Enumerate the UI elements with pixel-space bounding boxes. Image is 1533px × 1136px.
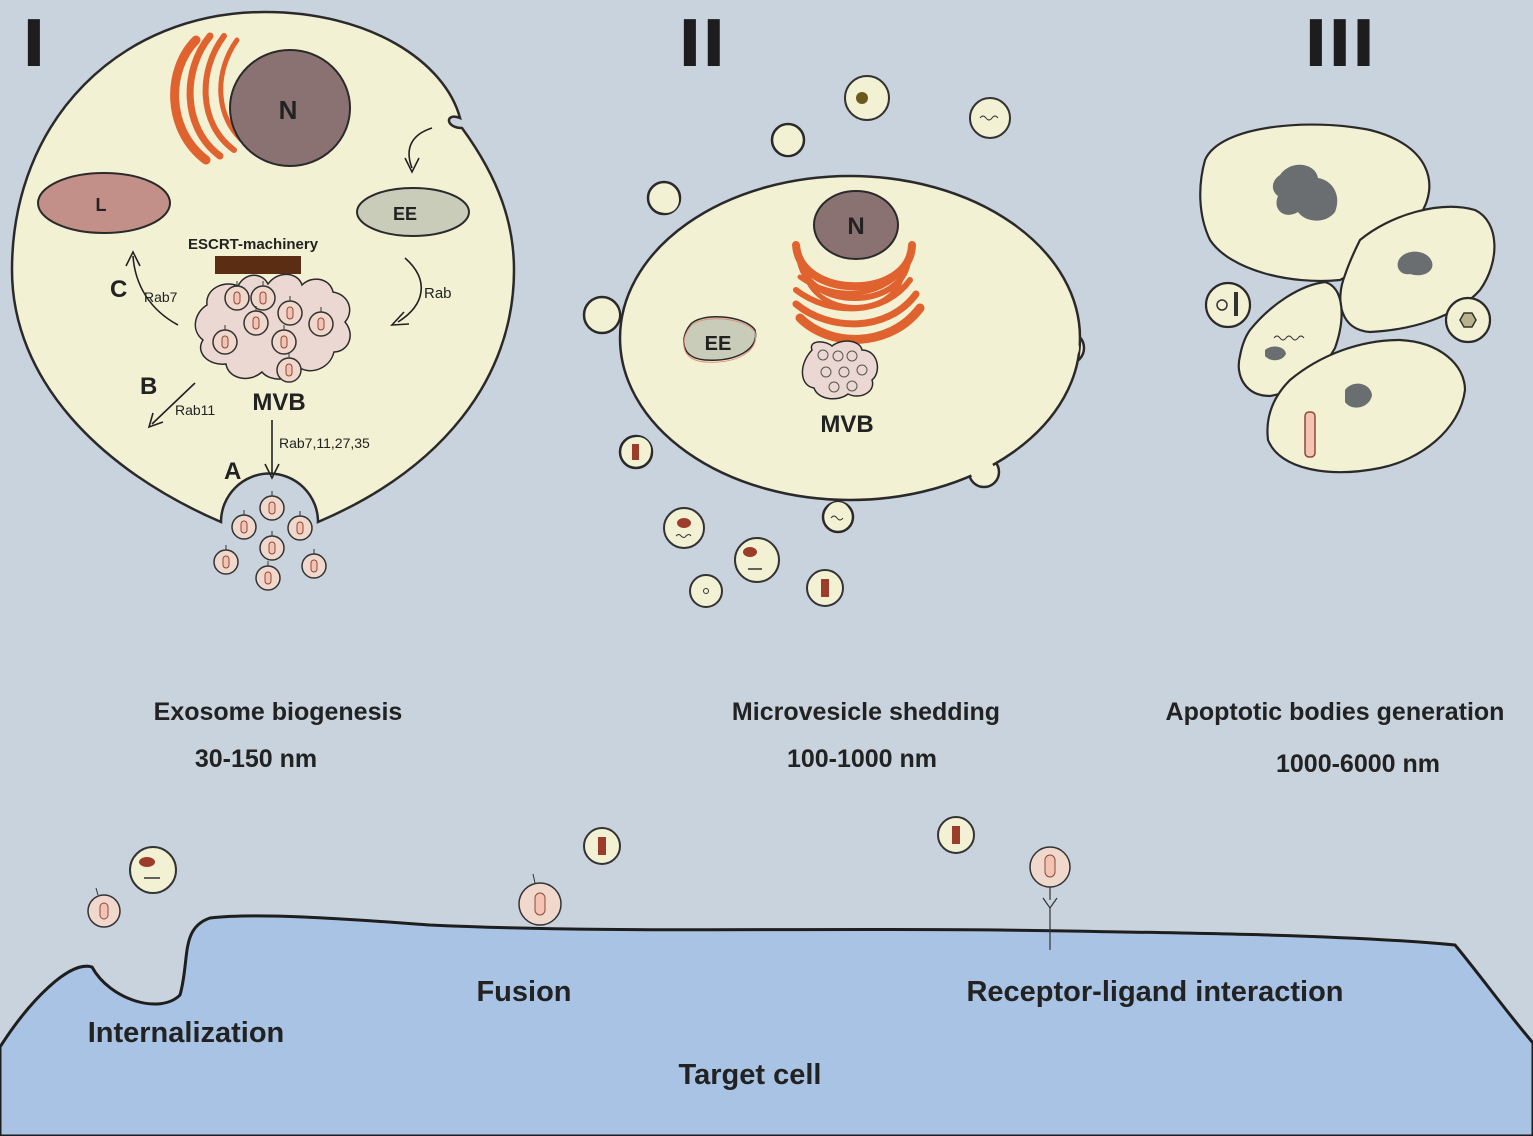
escrt-label: ESCRT-machinery (188, 236, 319, 253)
nucleus-label: N (279, 95, 298, 125)
receptor-ligand-label: Receptor-ligand interaction (966, 976, 1343, 1008)
rab11-label: Rab11 (175, 402, 215, 418)
panel-1-title: Exosome biogenesis (154, 698, 403, 726)
nucleus (229, 49, 351, 167)
panel-2-title: Microvesicle shedding (732, 698, 1000, 726)
shed-microvesicles (663, 75, 1011, 608)
condensed-chromatin (1265, 164, 1433, 408)
route-b-arrow (151, 382, 196, 425)
rab-label: Rab (424, 285, 452, 302)
panel-2-microvesicle-shedding: II N EE (582, 8, 1086, 608)
panel-3-size: 1000-6000 nm (1276, 750, 1440, 778)
rab7-label: Rab7 (144, 289, 178, 305)
apoptotic-bodies (1199, 123, 1496, 474)
target-cell: Internalization Fusion Receptor-ligand i… (0, 816, 1533, 1136)
panel-3-numeral: III (1304, 8, 1375, 82)
lysosome (37, 172, 171, 234)
early-endosome-2 (683, 316, 757, 361)
mvb-label: MVB (252, 389, 305, 416)
panel-captions: Exosome biogenesis 30-150 nm Microvesicl… (154, 698, 1505, 778)
route-c-arrow (132, 255, 179, 326)
panel-2-numeral: II (678, 8, 726, 82)
nucleus-2 (813, 190, 899, 260)
exosome-cluster (213, 490, 327, 591)
route-c-label: C (110, 276, 127, 303)
internalization-label: Internalization (88, 1017, 285, 1049)
target-cell-label: Target cell (679, 1059, 822, 1091)
panel-2-size: 100-1000 nm (787, 745, 937, 773)
panel-1-numeral: I (22, 8, 46, 82)
panel-3-apoptotic-bodies: III (1199, 8, 1496, 474)
mvb-2-label: MVB (820, 411, 873, 438)
endocytosis-arrow (408, 127, 433, 169)
panel-3-title: Apoptotic bodies generation (1166, 698, 1505, 726)
route-a-label: A (224, 458, 241, 485)
escrt-machinery (215, 256, 301, 274)
panel-1-size: 30-150 nm (195, 745, 317, 773)
rab-arrow (397, 257, 422, 323)
route-b-label: B (140, 373, 157, 400)
uptake-vesicles (87, 816, 1071, 950)
early-endosome-2-label: EE (705, 333, 732, 355)
early-endosome-label: EE (393, 204, 417, 224)
fusion-label: Fusion (476, 976, 571, 1008)
rab-a-label: Rab7,11,27,35 (279, 435, 370, 451)
panel-1-exosome-biogenesis: I N L EE Rab ESCRT-machinery MVB C Rab7 (10, 8, 516, 591)
lysosome-label: L (96, 195, 107, 215)
early-endosome (356, 187, 470, 237)
nucleus-2-label: N (847, 213, 864, 240)
